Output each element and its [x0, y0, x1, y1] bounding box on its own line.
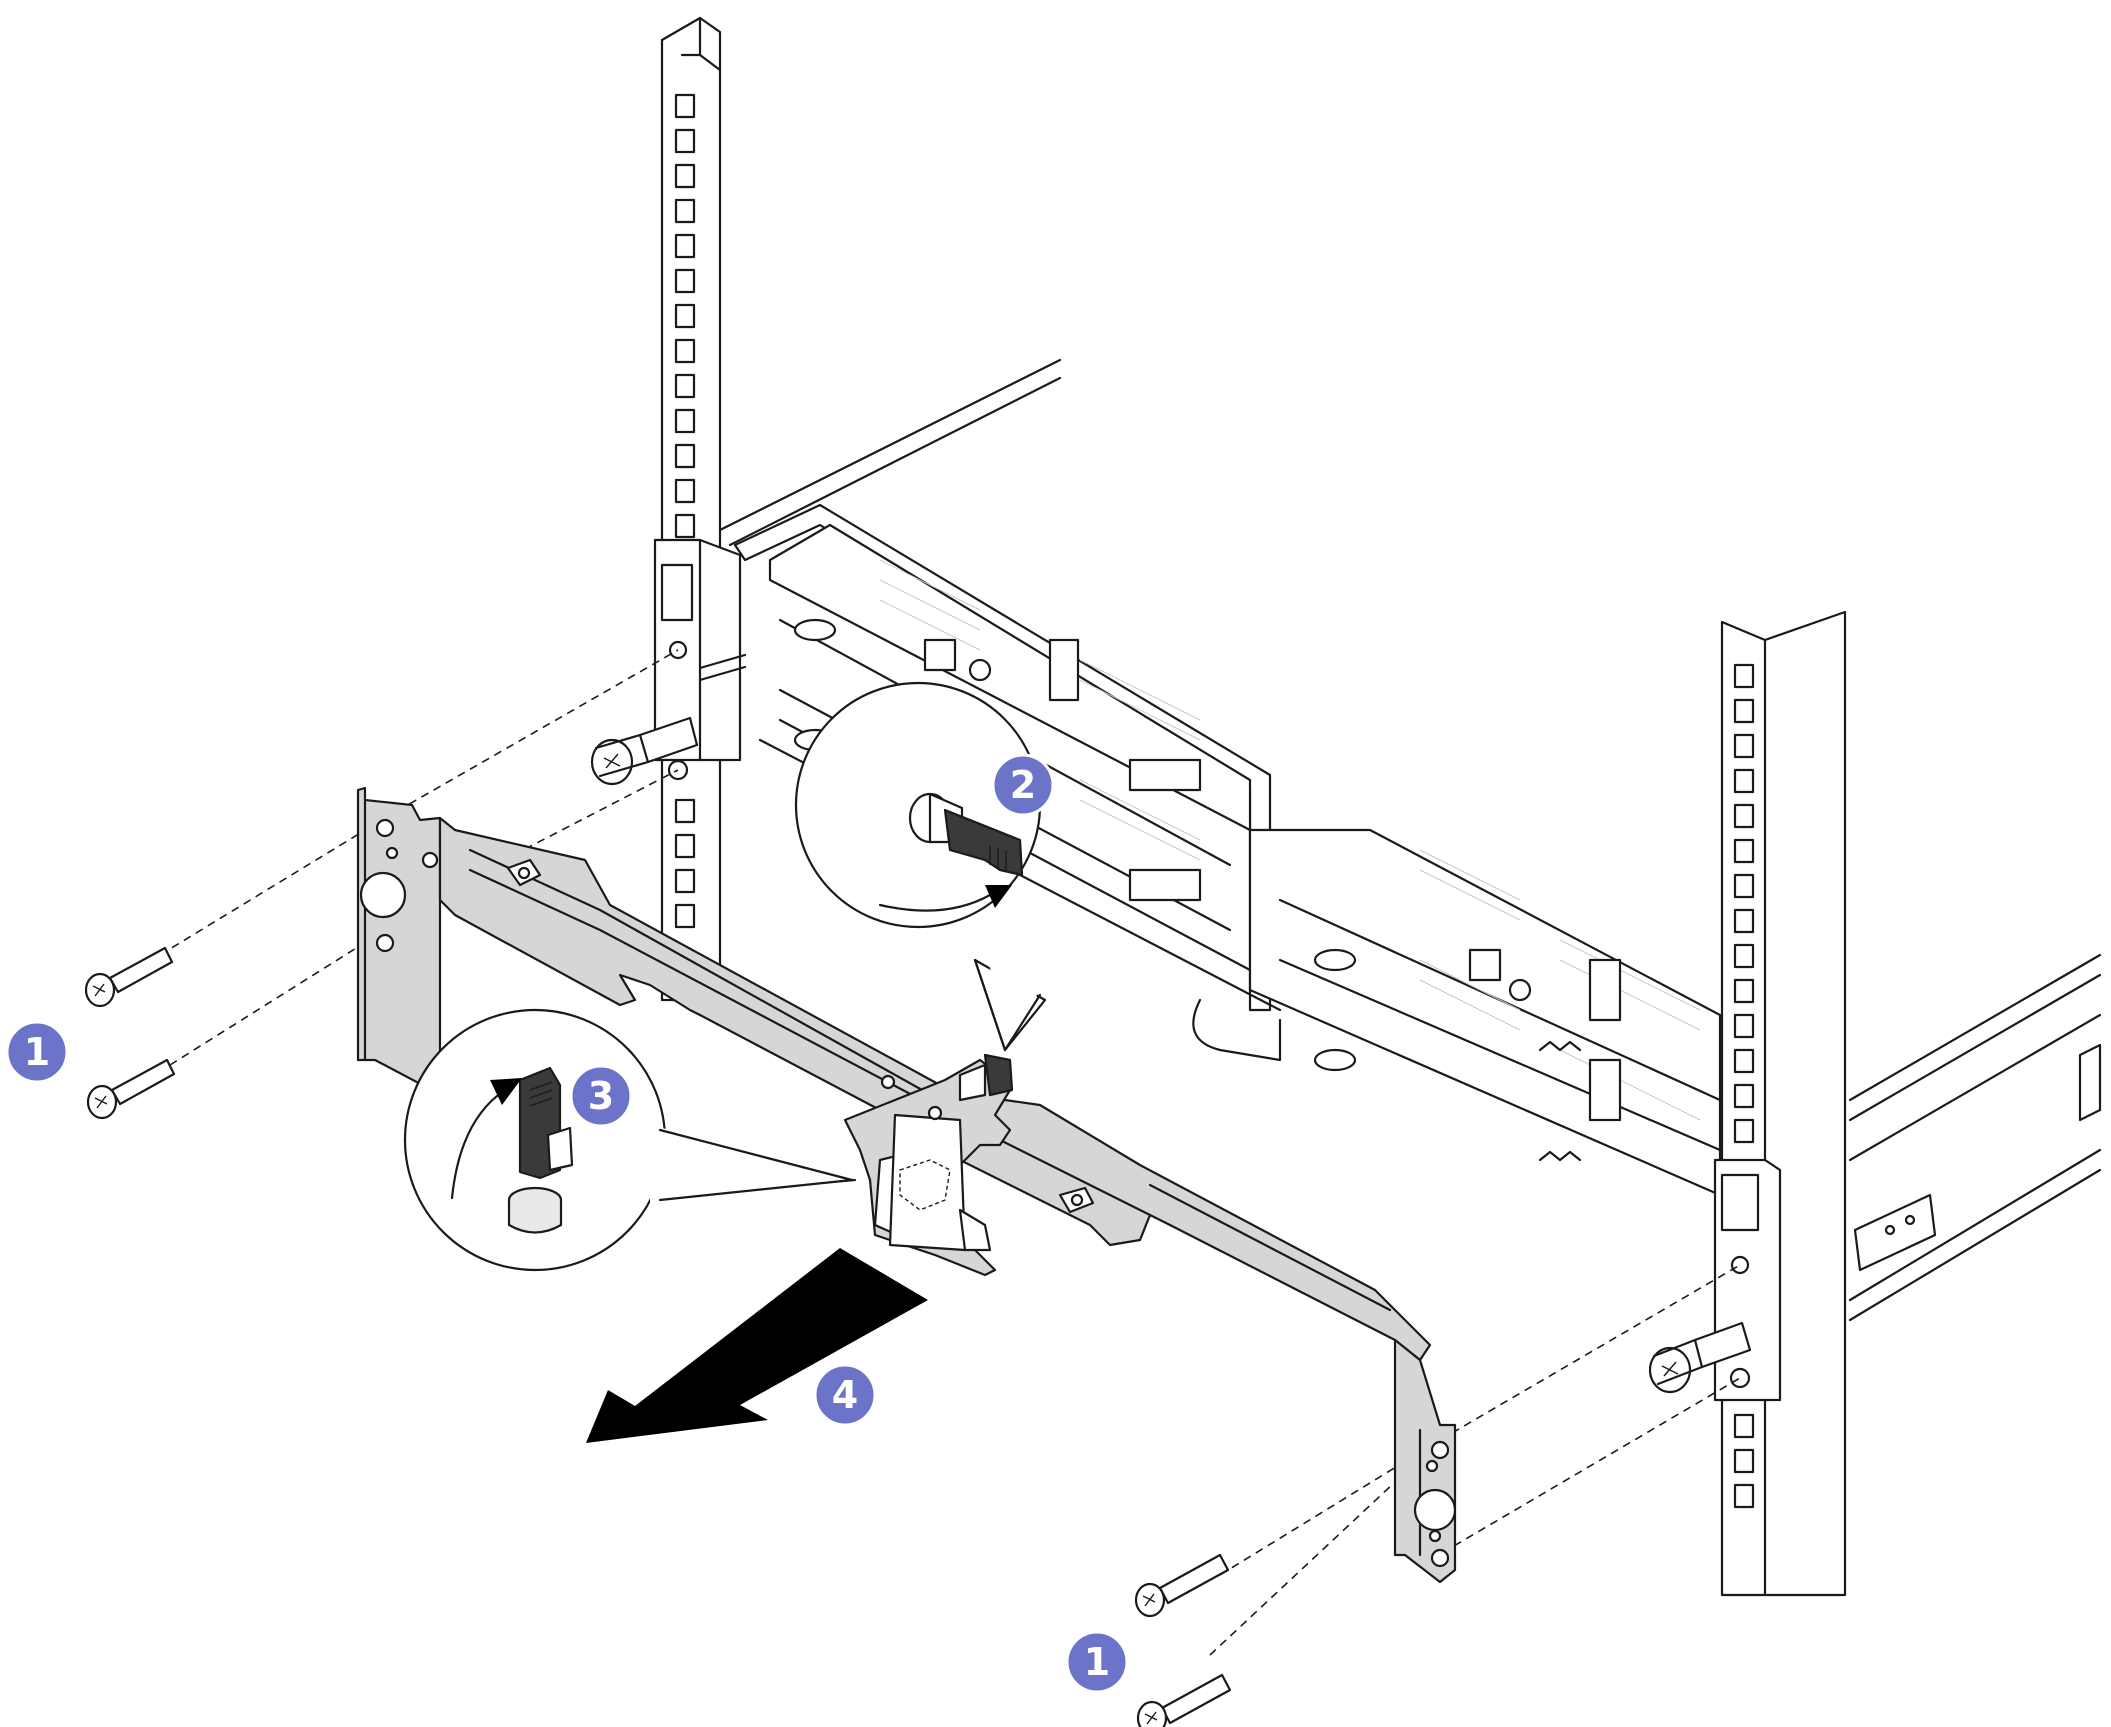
- callout-step-2: 2: [991, 753, 1055, 817]
- svg-text:2: 2: [1010, 763, 1036, 807]
- svg-text:4: 4: [832, 1373, 858, 1417]
- slide-rail: [1848, 953, 2102, 1322]
- pull-direction-arrow: [586, 1248, 928, 1443]
- callout-step-3: 3: [569, 1064, 633, 1128]
- right-rack-post: [1648, 610, 1847, 1597]
- callout-step-4: 4: [813, 1363, 877, 1427]
- shipping-bracket: [356, 786, 1457, 1584]
- callout-step-1-right: 1: [1065, 1630, 1129, 1694]
- left-rack-post: [590, 16, 747, 1002]
- svg-text:1: 1: [1084, 1640, 1110, 1684]
- screw-left-upper: [84, 946, 174, 1008]
- callout-step-1-left: 1: [5, 1020, 69, 1084]
- svg-text:1: 1: [24, 1030, 50, 1074]
- left-thumbscrew: [590, 716, 699, 786]
- screw-left-lower: [86, 1058, 176, 1120]
- right-thumbscrew: [1648, 1321, 1752, 1394]
- screw-right-lower: [1136, 1673, 1232, 1727]
- screw-right-upper: [1134, 1553, 1230, 1618]
- server-chassis: [718, 358, 1722, 1197]
- detail-view-latch-open: [794, 681, 1047, 1052]
- svg-text:3: 3: [588, 1074, 614, 1118]
